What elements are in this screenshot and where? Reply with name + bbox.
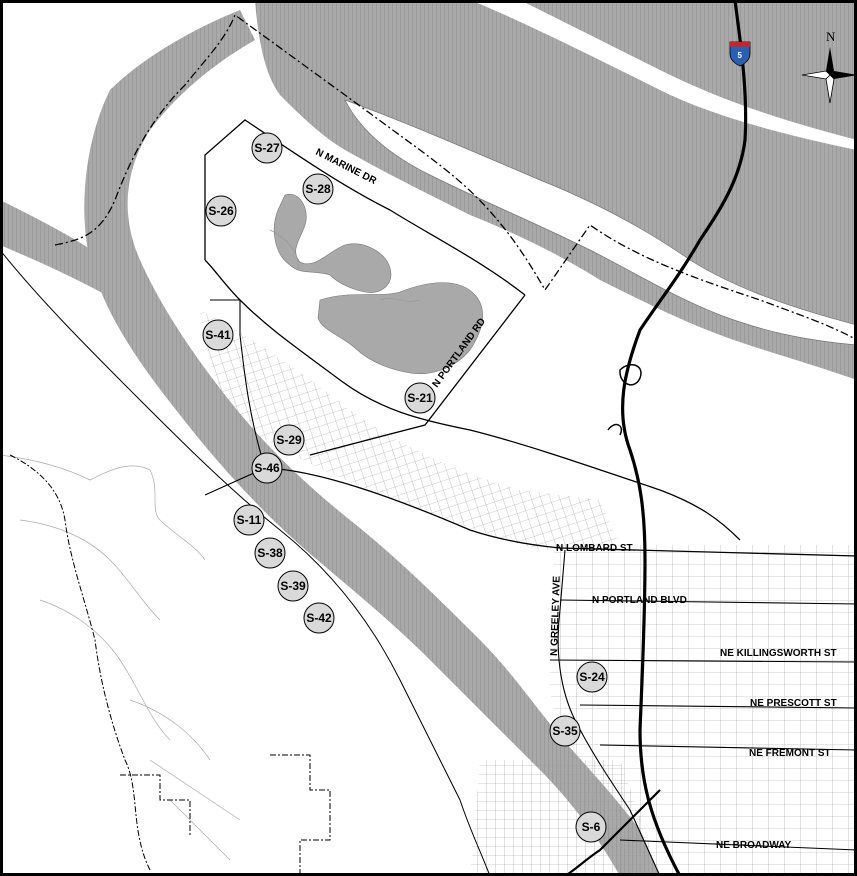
st-johns-grid [200,310,620,550]
interstate-shield-icon: 5 [729,41,751,67]
n-portland-rd-road [309,294,526,456]
forest-park-contours [0,454,241,861]
site-marker-s-6[interactable]: S-6 [575,811,607,843]
columbia-river-north-channel [520,0,857,140]
site-marker-label: S-27 [254,141,280,155]
label-n-portland-blvd: N PORTLAND BLVD [592,595,687,606]
site-marker-label: S-11 [237,513,262,527]
site-marker-s-11[interactable]: S-11 [233,504,265,536]
compass-north-label: N [826,29,836,44]
site-marker-label: S-38 [257,546,283,560]
site-marker-s-41[interactable]: S-41 [202,319,234,351]
slough-stream [269,229,299,271]
broadway-road [619,839,857,851]
railroad-line [0,249,491,876]
label-n-greeley-ave: N GREELEY AVE [549,576,563,656]
lombard-road [264,467,857,557]
city-boundary-parcel [120,754,331,876]
fremont-road [599,744,857,751]
label-ne-fremont-st: NE FREMONT ST [749,748,831,759]
site-marker-s-28[interactable]: S-28 [302,173,334,205]
smith-lake [273,193,392,293]
label-n-lombard-st: N LOMBARD ST [556,543,633,554]
site-marker-label: S-6 [582,820,601,834]
site-marker-s-35[interactable]: S-35 [549,715,581,747]
site-marker-label: S-42 [306,611,332,625]
site-marker-s-29[interactable]: S-29 [273,424,305,456]
site-marker-s-46[interactable]: S-46 [251,452,283,484]
label-ne-killingsworth-st: NE KILLINGSWORTH ST [720,648,837,659]
prescott-road [579,704,857,709]
site-marker-s-42[interactable]: S-42 [303,602,335,634]
interstate-5-ramp [607,363,642,436]
site-marker-s-24[interactable]: S-24 [576,661,608,693]
compass-rose-icon: N [801,29,857,104]
site-marker-label: S-46 [254,461,280,475]
river-road-west [210,299,266,469]
site-marker-s-38[interactable]: S-38 [254,537,286,569]
freeway-spur-sw [564,789,661,876]
site-marker-label: S-29 [276,433,302,447]
site-marker-label: S-28 [305,182,331,196]
city-boundary-west [9,454,151,871]
northeast-grid-lower [470,760,660,876]
label-ne-prescott-st: NE PRESCOTT ST [750,698,837,709]
slough-stream-2 [379,298,421,302]
hayden-island [344,99,857,346]
interstate-route-number: 5 [738,51,743,60]
site-marker-s-26[interactable]: S-26 [205,195,237,227]
bybee-lake [317,282,483,375]
site-marker-label: S-24 [579,670,605,684]
site-marker-s-21[interactable]: S-21 [404,382,436,414]
site-marker-s-27[interactable]: S-27 [251,132,283,164]
site-marker-label: S-41 [205,328,231,342]
label-ne-broadway: NE BROADWAY [716,840,792,851]
killingsworth-road [549,659,857,663]
site-marker-label: S-35 [552,724,578,738]
state-boundary [54,13,857,341]
interstate-5-highway [620,0,748,876]
site-marker-label: S-21 [407,391,433,405]
site-marker-label: S-39 [280,579,306,593]
site-marker-label: S-26 [208,204,234,218]
portland-blvd-road [559,599,857,605]
willamette-river-upper-bend [0,200,115,300]
columbia-blvd-road [204,259,741,541]
site-marker-s-39[interactable]: S-39 [277,570,309,602]
